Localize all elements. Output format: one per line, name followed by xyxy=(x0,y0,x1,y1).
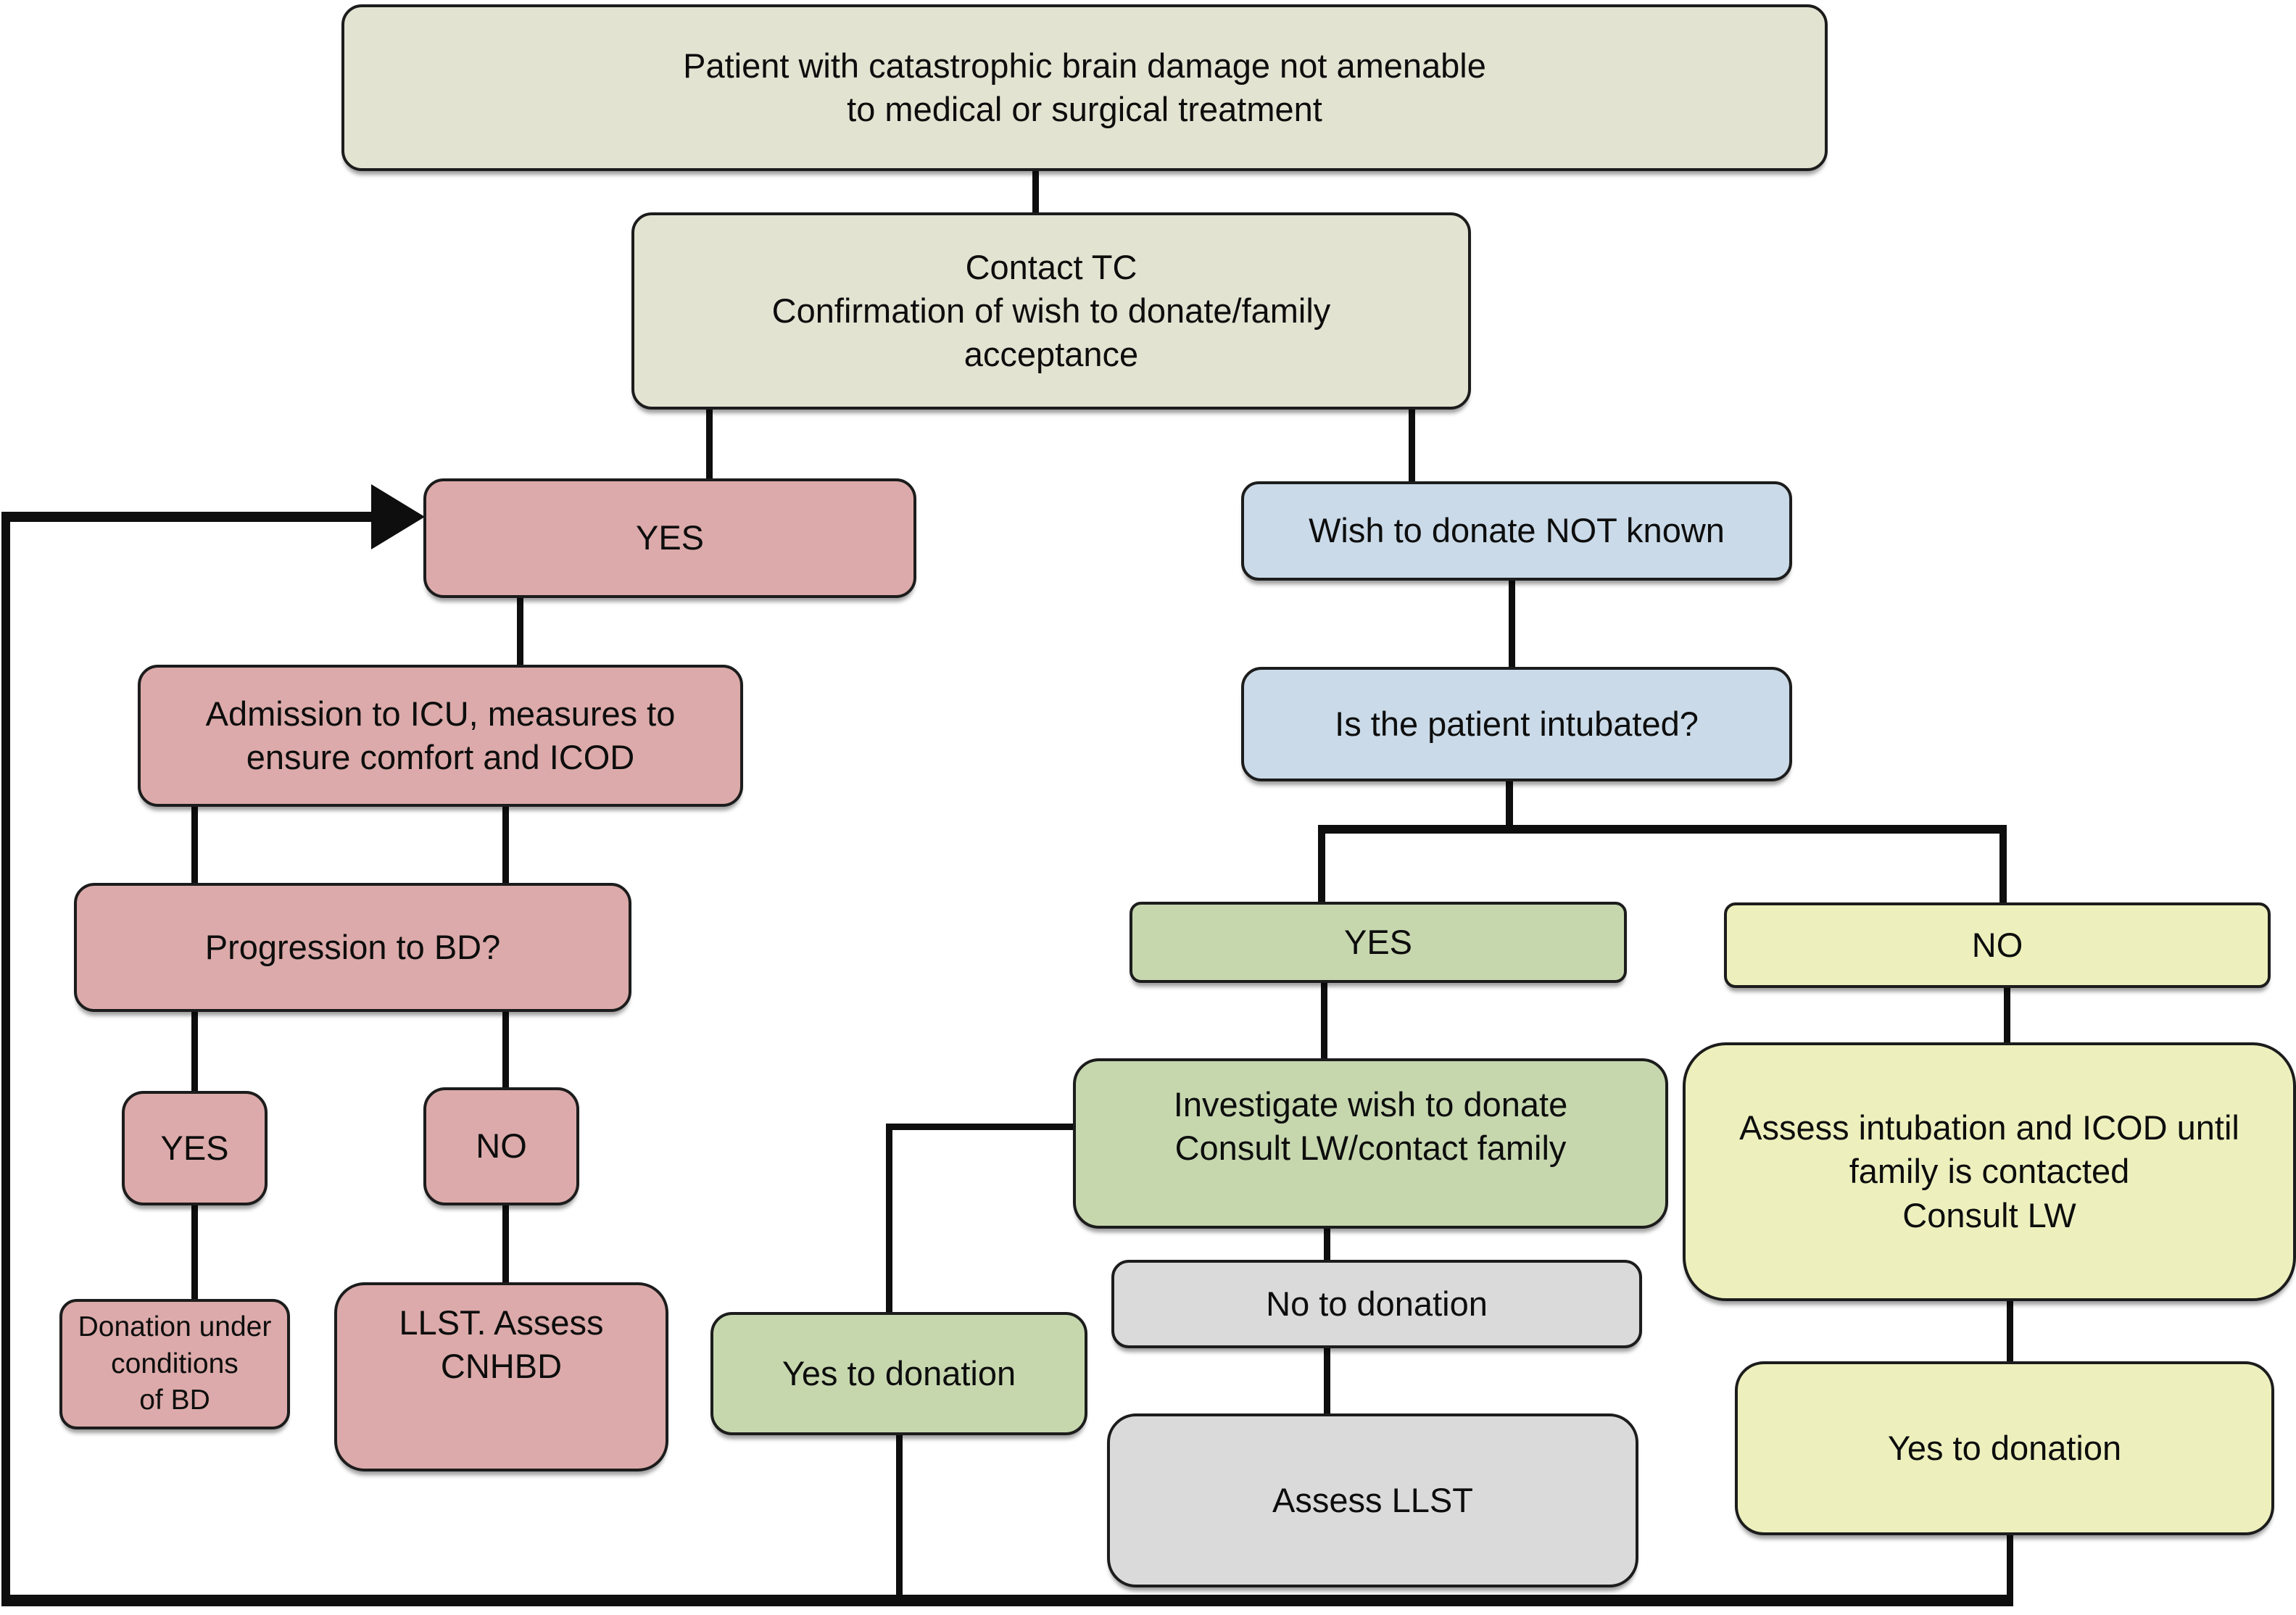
node-donation-under-bd: Donation under conditions of BD xyxy=(59,1299,290,1429)
node-yes-main: YES xyxy=(423,478,916,598)
node-llst-assess-cnhbd: LLST. Assess CNHBD xyxy=(334,1282,668,1471)
node-wish-not-known: Wish to donate NOT known xyxy=(1241,481,1792,581)
connector-admission-progression-right xyxy=(502,805,509,885)
feedback-arrow-line xyxy=(1,512,371,522)
node-assess-llst: Assess LLST xyxy=(1107,1413,1638,1587)
node-yes-small: YES xyxy=(122,1091,268,1205)
connector-yesgreen-investigate xyxy=(1321,981,1327,1060)
node-yes-green: YES xyxy=(1130,902,1627,983)
connector-investigate-left-h xyxy=(886,1124,1074,1130)
connector-yesdonationgreen-bottom xyxy=(896,1434,903,1603)
connector-contact-yes xyxy=(706,407,713,481)
node-contact-tc: Contact TC Confirmation of wish to donat… xyxy=(631,212,1471,410)
node-admission-icu: Admission to ICU, measures to ensure com… xyxy=(138,665,743,807)
connector-contact-wish xyxy=(1409,407,1415,483)
connector-split-bar xyxy=(1318,825,2007,834)
node-investigate-wish: Investigate wish to donate Consult LW/co… xyxy=(1073,1058,1668,1229)
connector-yesyellow-bottom xyxy=(2007,1534,2013,1606)
connector-patient-contact xyxy=(1032,168,1039,215)
node-no-yellow: NO xyxy=(1724,902,2271,988)
connector-admission-progression-left xyxy=(191,805,198,885)
node-no-to-donation: No to donation xyxy=(1111,1260,1642,1348)
connector-left-yesdonation-v xyxy=(886,1124,892,1313)
connector-investigate-nodonation xyxy=(1324,1227,1330,1262)
connector-yes-donationbd xyxy=(191,1203,198,1301)
connector-assessintub-yesyellow xyxy=(2007,1300,2013,1363)
connector-noyellow-assessintub xyxy=(2004,987,2010,1044)
node-yes-to-donation-yellow: Yes to donation xyxy=(1735,1361,2274,1535)
connector-no-llst xyxy=(502,1203,509,1284)
feedback-line-bottom xyxy=(1,1595,2013,1606)
node-yes-to-donation-green: Yes to donation xyxy=(710,1312,1087,1435)
node-progression-bd: Progression to BD? xyxy=(74,883,631,1012)
node-patient-intubated: Is the patient intubated? xyxy=(1241,667,1792,781)
node-no-small: NO xyxy=(423,1087,579,1205)
arrowhead-icon xyxy=(371,484,425,549)
connector-nodonation-assessllst xyxy=(1324,1347,1330,1416)
connector-intubated-split xyxy=(1506,779,1513,830)
feedback-line-left xyxy=(1,512,10,1606)
node-assess-intubation-icod: Assess intubation and ICOD until family … xyxy=(1683,1042,2296,1301)
node-patient-brain-damage: Patient with catastrophic brain damage n… xyxy=(341,4,1828,171)
connector-bar-noyellow xyxy=(1999,825,2007,905)
connector-progression-no xyxy=(502,1010,509,1089)
connector-yes-admission xyxy=(517,595,523,667)
connector-progression-yes xyxy=(191,1010,198,1093)
connector-bar-yesgreen xyxy=(1318,825,1325,903)
connector-wish-intubated xyxy=(1509,579,1515,669)
